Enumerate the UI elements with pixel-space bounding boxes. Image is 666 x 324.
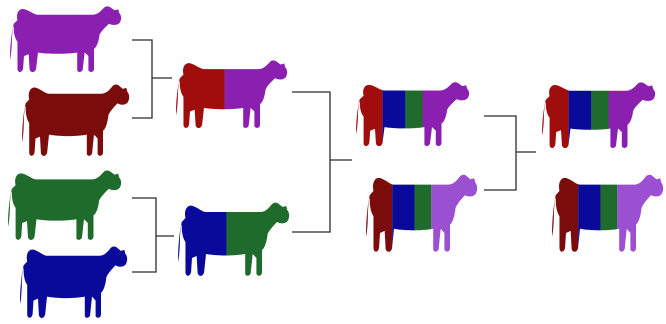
cow-maroon-blue-green-lilac-a-band-maroon bbox=[366, 172, 392, 256]
cow-maroon-blue-green-lilac-b-band-lilac bbox=[617, 172, 664, 256]
cow-red-blue-green-purple-a-band-purple bbox=[423, 80, 471, 150]
cow-purple bbox=[10, 4, 122, 76]
cow-red-blue-green-purple-a bbox=[356, 80, 470, 150]
cow-red-purple-band-purple bbox=[225, 58, 288, 132]
cow-blue-green-band-green bbox=[227, 200, 290, 280]
cow-blue-green bbox=[178, 200, 290, 280]
cow-maroon-band-maroon bbox=[22, 82, 130, 160]
cow-maroon-blue-green-lilac-a-band-blue bbox=[392, 172, 414, 256]
cow-red-purple bbox=[176, 58, 288, 132]
cow-maroon-blue-green-lilac-b bbox=[552, 172, 664, 256]
bracket-purple-maroon bbox=[132, 40, 172, 118]
bracket-column-2 bbox=[292, 92, 352, 232]
cow-maroon-blue-green-lilac-b-band-blue bbox=[578, 172, 600, 256]
bracket-column-3 bbox=[484, 116, 536, 190]
cow-purple-band-purple bbox=[10, 4, 122, 76]
cow-maroon-blue-green-lilac-b-band-maroon bbox=[552, 172, 578, 256]
cow-blue bbox=[20, 244, 128, 322]
cow-maroon-blue-green-lilac-a bbox=[366, 172, 478, 256]
cow-red-blue-green-purple-b bbox=[542, 80, 656, 152]
cow-red-blue-green-purple-a-band-green bbox=[405, 80, 422, 150]
cow-red-blue-green-purple-b-band-blue bbox=[569, 80, 592, 152]
cow-red-blue-green-purple-a-band-red bbox=[356, 80, 383, 150]
bracket-green-blue bbox=[132, 198, 174, 272]
cow-red-purple-band-red bbox=[176, 58, 225, 132]
cow-green bbox=[8, 168, 122, 244]
cow-maroon-blue-green-lilac-a-band-lilac bbox=[431, 172, 478, 256]
cow-blue-band-blue bbox=[20, 244, 128, 322]
cow-green-band-green bbox=[8, 168, 122, 244]
cow-maroon bbox=[22, 82, 130, 160]
cow-maroon-blue-green-lilac-a-band-green bbox=[415, 172, 432, 256]
cow-red-blue-green-purple-a-band-blue bbox=[383, 80, 406, 150]
cow-blue-green-band-blue bbox=[178, 200, 227, 280]
cow-maroon-blue-green-lilac-b-band-green bbox=[601, 172, 618, 256]
cow-red-blue-green-purple-b-band-green bbox=[591, 80, 608, 152]
cow-grid bbox=[8, 4, 664, 322]
cow-red-blue-green-purple-b-band-red bbox=[542, 80, 569, 152]
cow-red-blue-green-purple-b-band-purple bbox=[609, 80, 657, 152]
